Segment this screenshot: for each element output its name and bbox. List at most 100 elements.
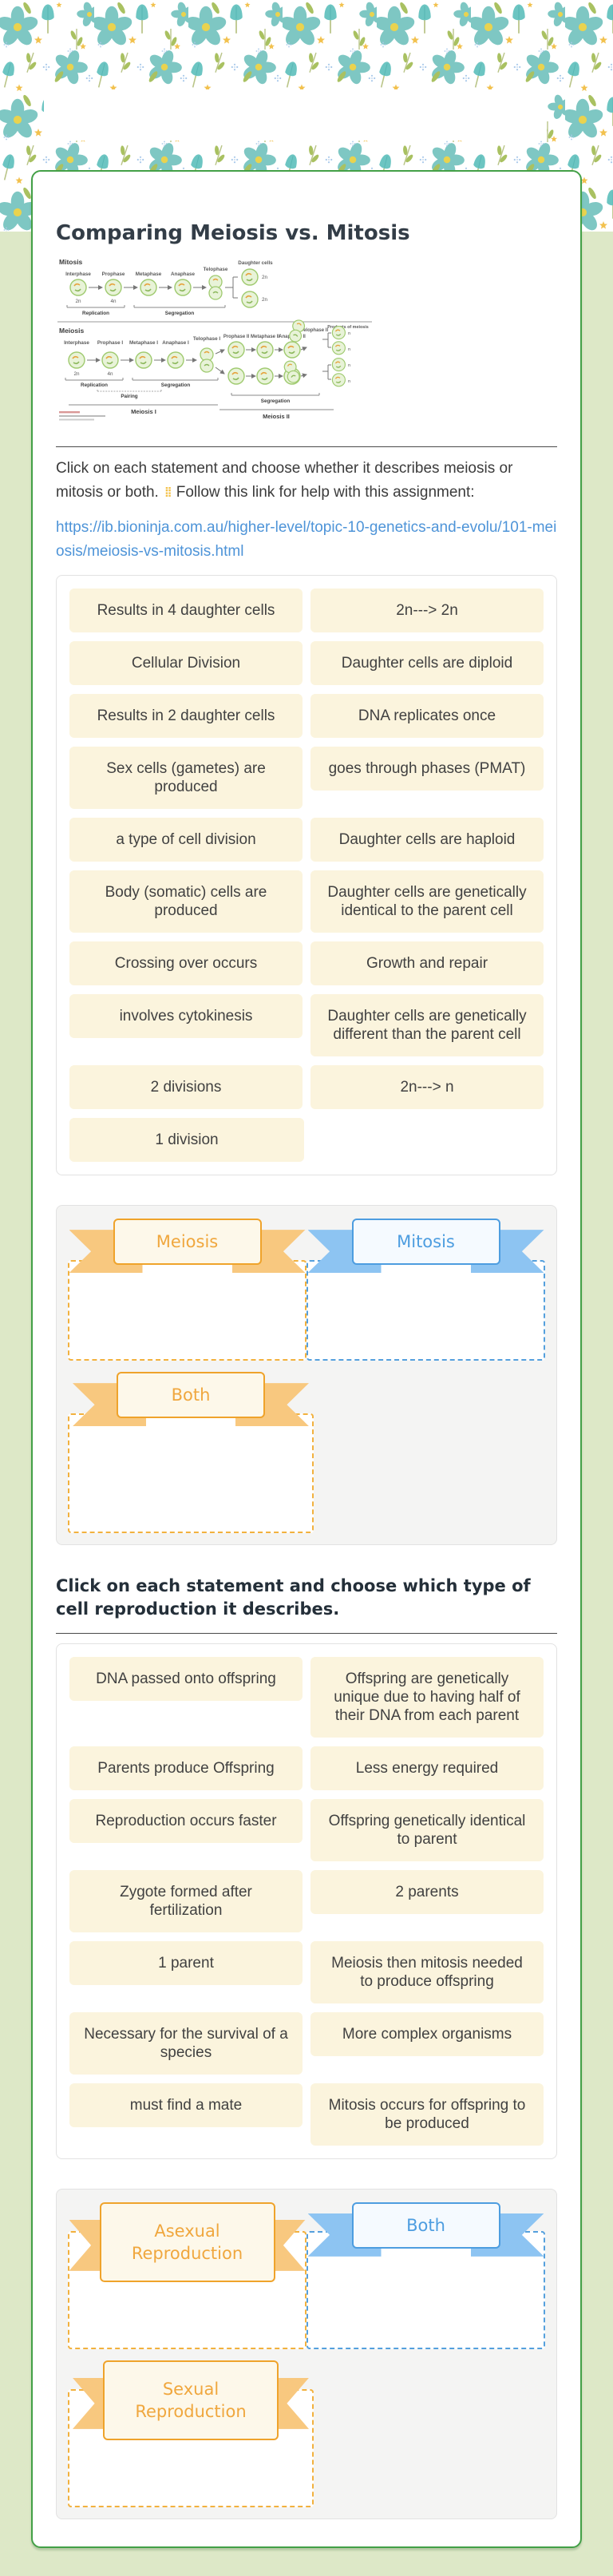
asexual-ribbon: Asexual Reproduction <box>68 2201 306 2282</box>
mitosis-meiosis-diagram: Mitosis Interphase Prophase Metaphase An… <box>57 258 372 421</box>
both-bin-2: Both <box>306 2201 545 2349</box>
bin-label: Meiosis <box>113 1219 262 1266</box>
statement-card[interactable]: a type of cell division <box>69 818 303 862</box>
statement-card[interactable]: 2 divisions <box>69 1065 303 1110</box>
svg-text:4n: 4n <box>107 371 113 377</box>
statement-card[interactable]: Parents produce Offspring <box>69 1746 303 1790</box>
statement-card[interactable]: must find a mate <box>69 2083 303 2127</box>
svg-text:Telophase: Telophase <box>204 267 228 272</box>
svg-text:Products of meiosis: Products of meiosis <box>327 325 369 330</box>
svg-text:2n: 2n <box>73 371 80 377</box>
section-divider <box>56 1632 557 1634</box>
statement-card[interactable]: goes through phases (PMAT) <box>310 747 544 791</box>
svg-text:Pairing: Pairing <box>121 394 137 399</box>
section2-sorting-bins: Asexual Reproduction Both Sexual Reprodu… <box>56 2188 557 2519</box>
svg-text:2n: 2n <box>262 297 268 303</box>
statement-card[interactable]: Daughter cells are haploid <box>310 818 544 862</box>
meiosis-bin: Meiosis <box>68 1219 306 1361</box>
svg-text:Replication: Replication <box>82 311 109 316</box>
statement-card[interactable]: Less energy required <box>310 1746 544 1790</box>
statement-card[interactable]: Meiosis then mitosis needed to produce o… <box>310 1940 544 2003</box>
svg-text:Segregation: Segregation <box>161 382 191 388</box>
bin-label: Both <box>351 2201 500 2249</box>
statement-card[interactable]: 1 division <box>69 1118 304 1163</box>
statement-card[interactable]: 1 parent <box>69 1940 303 1985</box>
follow-text: Follow this link for help with this assi… <box>176 484 475 501</box>
mitosis-dropzone[interactable] <box>306 1260 545 1361</box>
svg-text:Prophase II: Prophase II <box>223 335 250 339</box>
svg-text:4n: 4n <box>110 299 117 304</box>
statement-card[interactable]: More complex organisms <box>310 2011 544 2056</box>
section1-sorting-bins: Meiosis Mitosis Both <box>56 1205 557 1546</box>
svg-text:Interphase: Interphase <box>65 271 91 277</box>
statement-card[interactable]: 2n---> 2n <box>310 589 544 633</box>
svg-text:Segregation: Segregation <box>261 398 291 404</box>
bin-label: Mitosis <box>351 1219 500 1266</box>
header-title-banner <box>44 89 547 141</box>
svg-text:Metaphase: Metaphase <box>136 271 162 277</box>
svg-text:Prophase I: Prophase I <box>97 340 123 346</box>
statement-card[interactable]: Zygote formed after fertilization <box>69 1869 303 1932</box>
svg-text:n: n <box>348 363 350 368</box>
statement-card[interactable]: Daughter cells are genetically different… <box>310 994 544 1057</box>
statement-card[interactable]: Results in 2 daughter cells <box>69 694 303 739</box>
sexual-ribbon: Sexual Reproduction <box>68 2360 314 2440</box>
svg-text:2n: 2n <box>262 275 268 280</box>
bin-label: Sexual Reproduction <box>103 2360 279 2440</box>
mitosis-ribbon: Mitosis <box>306 1219 545 1274</box>
statement-card[interactable]: 2n---> n <box>310 1065 544 1110</box>
statement-card[interactable]: Offspring are genetically unique due to … <box>310 1656 544 1738</box>
statement-card[interactable]: Mitosis occurs for offspring to be produ… <box>310 2083 544 2146</box>
bin-label: Both <box>117 1372 265 1419</box>
drag-handle-icon: ⁞⁞ <box>164 485 172 501</box>
svg-text:Meiosis II: Meiosis II <box>263 413 290 420</box>
both-ribbon: Both <box>68 1372 314 1427</box>
statement-card[interactable]: Results in 4 daughter cells <box>69 589 303 633</box>
statement-card[interactable]: Reproduction occurs faster <box>69 1798 303 1843</box>
svg-text:Meiosis: Meiosis <box>59 327 84 335</box>
both-bin: Both <box>68 1372 314 1534</box>
statement-card[interactable]: involves cytokinesis <box>69 994 303 1039</box>
meiosis-ribbon: Meiosis <box>68 1219 306 1274</box>
svg-text:n: n <box>348 379 350 384</box>
statement-card[interactable]: Daughter cells are diploid <box>310 641 544 686</box>
statement-card[interactable]: Offspring genetically identical to paren… <box>310 1798 544 1861</box>
bin-label: Asexual Reproduction <box>99 2201 275 2282</box>
statement-card[interactable]: Growth and repair <box>310 941 544 986</box>
statement-card[interactable]: Cellular Division <box>69 641 303 686</box>
statement-card[interactable]: Crossing over occurs <box>69 941 303 986</box>
asexual-reproduction-bin: Asexual Reproduction <box>68 2201 306 2349</box>
svg-text:Telophase I: Telophase I <box>193 336 220 342</box>
svg-text:Daughter cells: Daughter cells <box>238 260 273 266</box>
mitosis-bin: Mitosis <box>306 1219 545 1361</box>
svg-text:Segregation: Segregation <box>165 311 195 316</box>
statement-card[interactable]: Daughter cells are genetically identical… <box>310 870 544 933</box>
svg-text:Interphase: Interphase <box>64 340 89 346</box>
statement-card[interactable]: Body (somatic) cells are produced <box>69 870 303 933</box>
svg-text:Replication: Replication <box>81 382 108 388</box>
section-divider <box>56 446 557 447</box>
svg-text:Telophase II: Telophase II <box>301 328 329 333</box>
svg-text:n: n <box>348 331 350 336</box>
statement-card[interactable]: DNA passed onto offspring <box>69 1656 303 1701</box>
svg-text:Prophase: Prophase <box>102 271 125 277</box>
section2-heading: Click on each statement and choose which… <box>56 1576 531 1619</box>
svg-text:Metaphase II: Metaphase II <box>251 335 279 339</box>
both-dropzone[interactable] <box>68 1413 314 1534</box>
meiosis-dropzone[interactable] <box>68 1260 306 1361</box>
page-title: Comparing Meiosis vs. Mitosis <box>56 221 410 245</box>
statement-card[interactable]: DNA replicates once <box>310 694 544 739</box>
statement-card[interactable]: Necessary for the survival of a species <box>69 2011 303 2075</box>
statement-card[interactable]: 2 parents <box>310 1869 544 1914</box>
svg-text:Metaphase I: Metaphase I <box>129 340 158 346</box>
instruction-text: Click on each statement and choose wheth… <box>56 460 513 501</box>
bioninja-help-link[interactable]: https://ib.bioninja.com.au/higher-level/… <box>56 519 557 561</box>
svg-text:2n: 2n <box>75 299 81 304</box>
svg-text:Meiosis I: Meiosis I <box>131 408 156 415</box>
svg-text:Anaphase I: Anaphase I <box>162 340 189 346</box>
both-ribbon-2: Both <box>306 2201 545 2257</box>
sexual-reproduction-bin: Sexual Reproduction <box>68 2360 314 2507</box>
statement-card[interactable]: Sex cells (gametes) are produced <box>69 747 303 810</box>
